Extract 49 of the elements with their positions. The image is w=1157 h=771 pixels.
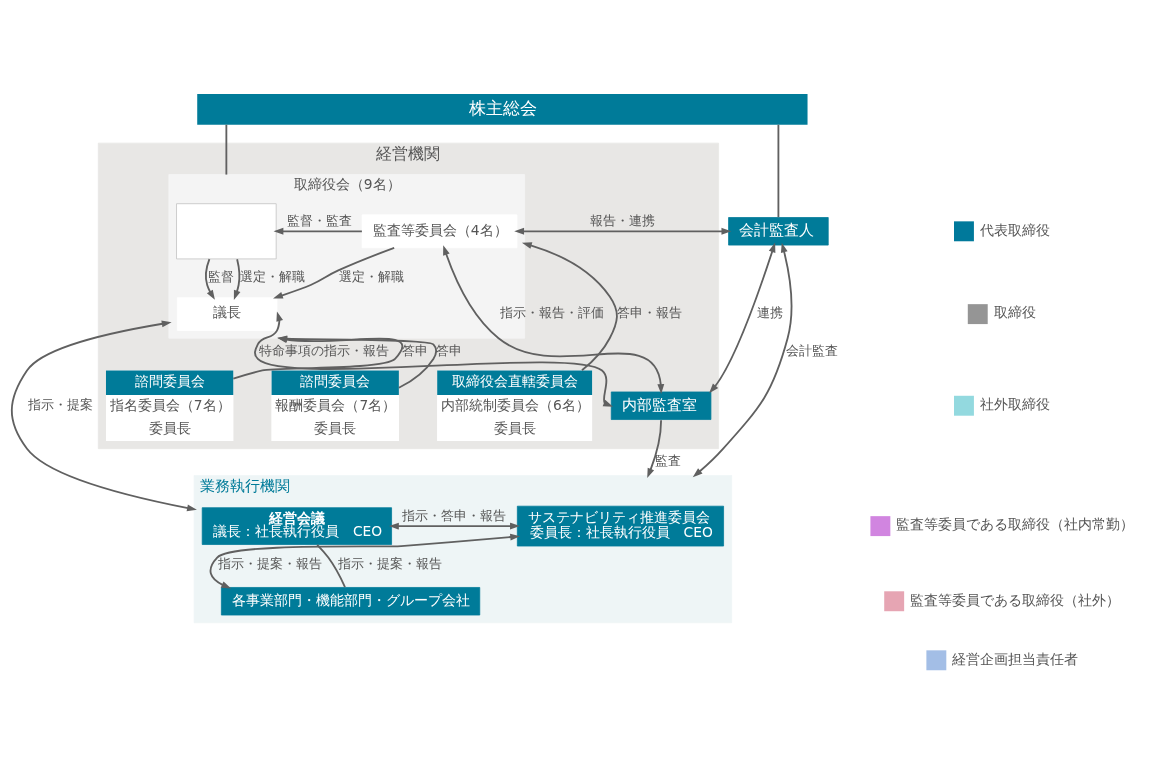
edge-label: 答申 bbox=[436, 342, 463, 358]
edge-label: 選定・解職 bbox=[240, 268, 306, 284]
arrow bbox=[233, 257, 241, 300]
arrow bbox=[273, 246, 396, 299]
node-box: 議長 bbox=[176, 296, 278, 331]
arrow bbox=[692, 242, 793, 477]
edge-label: 選定・解職 bbox=[339, 268, 405, 284]
edge-label: 指示・提案・報告 bbox=[218, 555, 323, 571]
legend-label: 社外取締役 bbox=[980, 395, 1051, 412]
node-box: 監査等委員会（4名） bbox=[361, 213, 518, 248]
arrow bbox=[273, 227, 363, 235]
legend-label: 代表取締役 bbox=[980, 221, 1051, 238]
node-box: サステナビリティ推進委員会 委員長：社長執行役員 CEO bbox=[516, 505, 724, 546]
arrow bbox=[389, 522, 520, 530]
connector bbox=[777, 123, 780, 218]
node-box: 会計監査人 bbox=[728, 216, 829, 245]
legend-label: 監査等委員である取締役（社外） bbox=[910, 591, 1121, 608]
edge-label: 会計監査 bbox=[786, 342, 839, 358]
node-box: 株主総会 bbox=[197, 93, 808, 125]
edge-label: 監督 bbox=[207, 268, 234, 284]
edge-label: 報告・連携 bbox=[590, 212, 656, 228]
legend-label: 監査等委員である取締役（社内常勤） bbox=[896, 515, 1135, 532]
edge-label: 連携 bbox=[756, 304, 783, 320]
edge-label: 監督・監査 bbox=[286, 212, 352, 228]
edge-label: 特命事項の指示・報告 bbox=[259, 342, 390, 358]
arrow bbox=[254, 310, 614, 407]
node-box: 内部監査室 bbox=[610, 391, 712, 420]
edge-label: 答申・報告 bbox=[617, 304, 683, 320]
arrow bbox=[443, 244, 665, 394]
arrow bbox=[204, 257, 215, 300]
arrow bbox=[521, 241, 618, 371]
legend-label: 経営企画担当責任者 bbox=[952, 650, 1079, 667]
arrow bbox=[10, 319, 197, 511]
node-box: 各事業部門・機能部門・グループ会社 bbox=[221, 586, 481, 615]
edge-label: 答申 bbox=[402, 342, 429, 358]
edge-label: 指示・報告・評価 bbox=[499, 304, 604, 320]
edge-label: 指示・答申・報告 bbox=[402, 507, 507, 523]
connector bbox=[225, 123, 228, 175]
connector bbox=[316, 543, 346, 588]
edge-label: 監査 bbox=[655, 452, 682, 468]
arrow bbox=[709, 242, 776, 393]
arrow bbox=[514, 227, 732, 235]
edge-label: 指示・提案 bbox=[27, 396, 93, 412]
arrow bbox=[209, 533, 521, 588]
legend-label: 取締役 bbox=[993, 303, 1036, 320]
node-box: 経営会議 議長：社長執行役員 CEO bbox=[201, 506, 392, 545]
arrow bbox=[647, 418, 662, 478]
edge-label: 指示・提案・報告 bbox=[338, 555, 443, 571]
node-box bbox=[176, 202, 277, 259]
